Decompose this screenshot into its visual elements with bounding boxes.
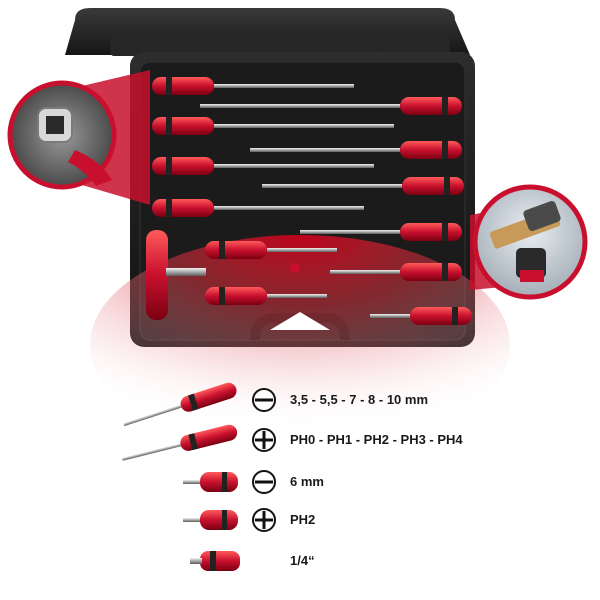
tray-screwdriver: [152, 77, 354, 95]
tray-t-handle: [146, 230, 300, 320]
tray-screwdriver: [152, 157, 374, 175]
stubby-phillips-screwdriver: [183, 510, 238, 530]
spec-tool-list: [122, 382, 276, 571]
tray-screwdriver: [330, 263, 462, 281]
tray-screwdriver: [205, 241, 337, 259]
tray-screwdriver: [262, 177, 464, 195]
tray-screwdriver: [300, 223, 462, 241]
tray-screwdriver: [250, 141, 462, 159]
spec-label-stubby-slotted: 6 mm: [290, 474, 324, 489]
stubby-slotted-screwdriver: [183, 472, 238, 492]
screwdriver-tray: [146, 77, 472, 325]
hammer-strike-callout: [470, 184, 588, 300]
case-pointer: [270, 312, 330, 330]
tray-screwdriver: [205, 287, 327, 305]
spec-row-stubby-phillips: PH2: [0, 500, 600, 540]
spec-row-stubby-slotted: 6 mm: [0, 462, 600, 502]
tray-screwdriver: [152, 117, 394, 135]
spec-label-phillips: PH0 - PH1 - PH2 - PH3 - PH4: [290, 432, 463, 447]
slotted-tip-icon: [252, 388, 276, 412]
spec-row-t-handle: 1/4“: [0, 541, 600, 581]
tray-screwdriver: [152, 199, 364, 217]
phillips-tip-icon: [252, 508, 276, 532]
tray-screwdriver: [370, 307, 472, 325]
t-handle-bit-driver: [190, 551, 240, 571]
phillips-tip-icon: [252, 428, 276, 452]
spec-row-phillips: PH0 - PH1 - PH2 - PH3 - PH4: [0, 420, 600, 460]
slotted-screwdriver: [123, 382, 237, 427]
spec-row-slotted: 3,5 - 5,5 - 7 - 8 - 10 mm: [0, 380, 600, 420]
spec-label-slotted: 3,5 - 5,5 - 7 - 8 - 10 mm: [290, 392, 429, 407]
spec-label-t-handle: 1/4“: [290, 553, 315, 568]
phillips-screwdriver: [122, 424, 238, 461]
slotted-tip-icon: [252, 470, 276, 494]
case-lid: [65, 8, 470, 56]
spec-label-stubby-phillips: PH2: [290, 512, 316, 527]
hex-bolster-callout: [7, 70, 150, 205]
tray-screwdriver: [200, 97, 462, 115]
